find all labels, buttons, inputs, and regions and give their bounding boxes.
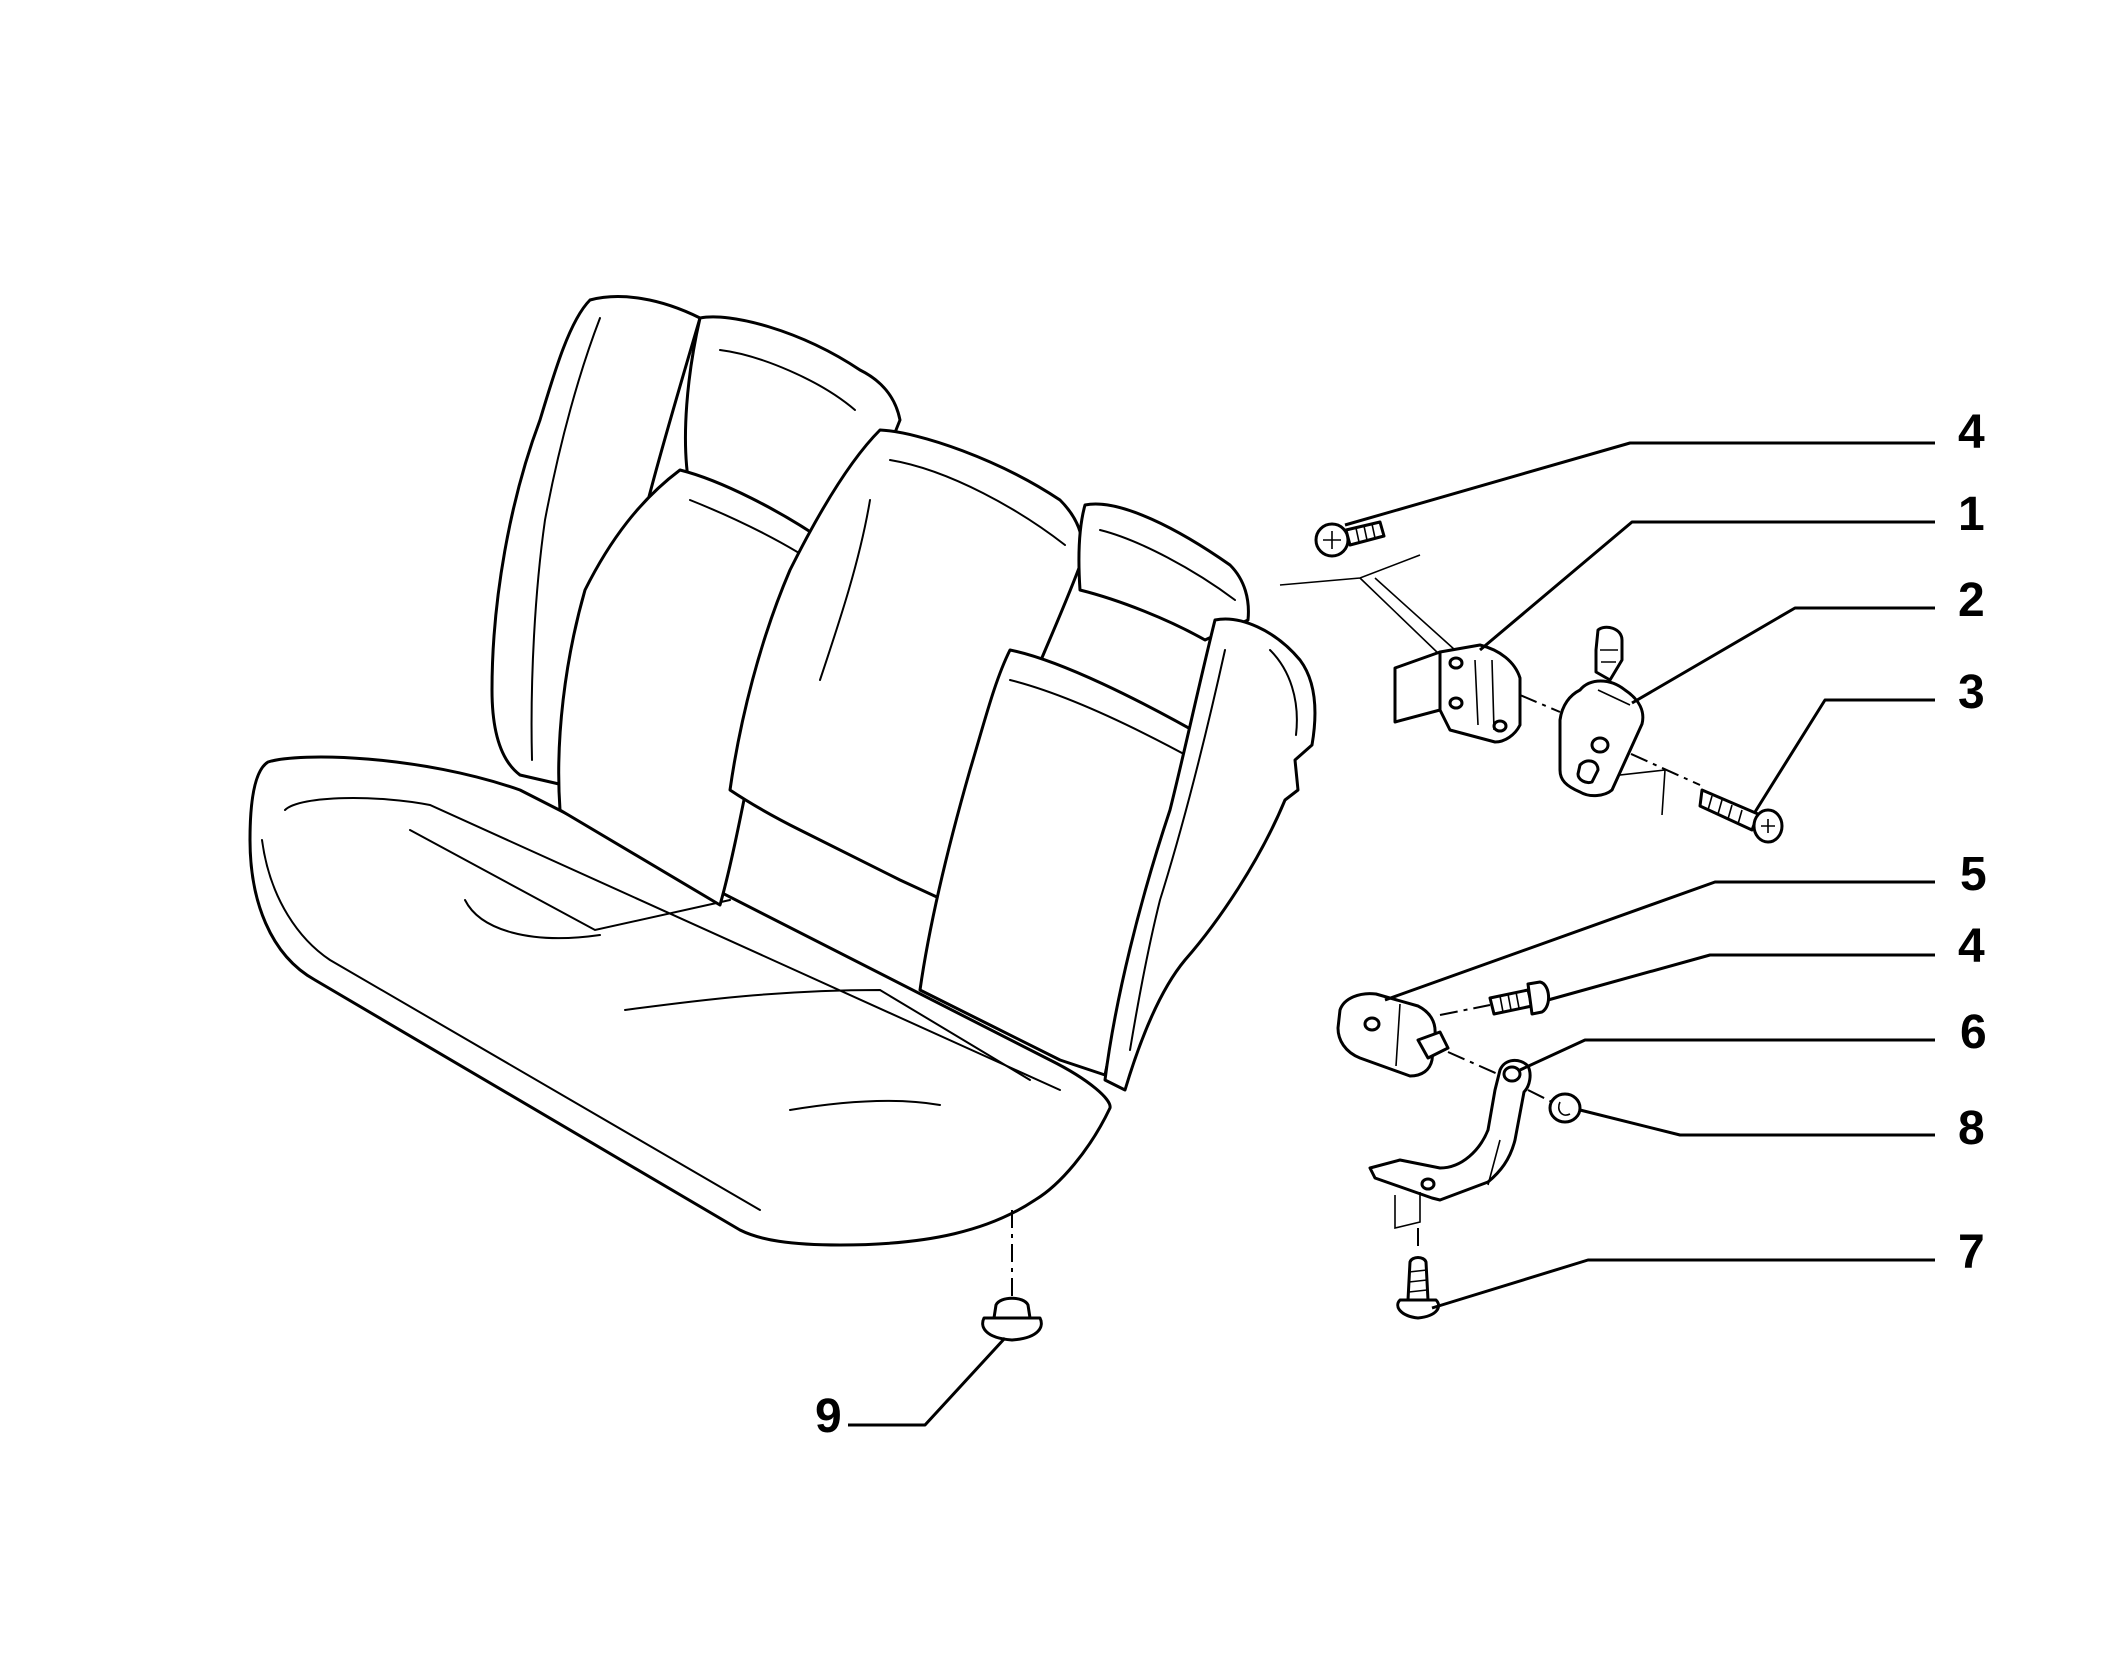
bolster-edge xyxy=(1269,649,1298,736)
part-9-clip xyxy=(981,1296,1043,1342)
leader-lines xyxy=(848,441,1935,1427)
part-1-bracket xyxy=(1393,643,1522,744)
cushion-panel-seam-c xyxy=(624,988,1031,1081)
callout-3: 3 xyxy=(1958,666,1985,719)
cushion-panel-seam-a xyxy=(409,829,731,932)
backrest-center-seam-mid xyxy=(819,499,871,681)
backrest-center-seam-top xyxy=(889,459,1066,546)
backrest-left-seam xyxy=(530,317,601,761)
cushion-top-seam xyxy=(284,797,1061,1091)
cushion-front-seam xyxy=(261,839,761,1211)
callout-6: 6 xyxy=(1960,1006,1987,1059)
backrest-right-upper xyxy=(1077,502,1250,642)
leader-6 xyxy=(1519,1038,1935,1072)
seat-cushion xyxy=(248,755,1112,1247)
leader-3 xyxy=(1753,698,1935,813)
assembly-guide-6-7 xyxy=(1394,1192,1421,1230)
bolster-seam xyxy=(1129,649,1226,1051)
leader-5 xyxy=(1384,880,1935,1002)
leader-4-upper xyxy=(1344,441,1935,527)
leader-4-lower xyxy=(1547,953,1935,1002)
part-2-latch xyxy=(1558,625,1645,798)
callout-7: 7 xyxy=(1958,1226,1985,1279)
assembly-guide-upper xyxy=(1279,554,1456,656)
callout-9: 9 xyxy=(815,1390,842,1443)
callout-4-lower: 4 xyxy=(1958,920,1985,973)
leader-7 xyxy=(1431,1258,1935,1310)
cushion-panel-seam-b xyxy=(464,899,601,940)
callout-2: 2 xyxy=(1958,574,1985,627)
rear-seat xyxy=(248,295,1317,1300)
leader-9 xyxy=(848,1336,1007,1427)
assembly-axis-1-2 xyxy=(1519,694,1561,713)
part-4-bolt-lower xyxy=(1488,980,1550,1016)
part-6-support-bracket xyxy=(1368,1059,1532,1202)
leader-8 xyxy=(1579,1108,1935,1137)
callout-1: 1 xyxy=(1958,488,1985,541)
callout-labels: 4 1 2 3 5 4 6 8 7 9 xyxy=(815,406,1987,1443)
leader-1 xyxy=(1479,520,1935,652)
part-4-bolt-upper xyxy=(1314,520,1386,558)
callout-4-upper: 4 xyxy=(1958,406,1985,459)
part-8-nut xyxy=(1548,1092,1582,1124)
backrest-left-upper-seam xyxy=(719,349,856,411)
assembly-axis-5-4 xyxy=(1439,1004,1491,1016)
cushion-panel-seam-d xyxy=(789,1099,941,1111)
assembly-axis-5-6 xyxy=(1447,1051,1501,1076)
callout-8: 8 xyxy=(1958,1102,1985,1155)
backrest-right-upper-seam xyxy=(1099,529,1236,601)
leader-2 xyxy=(1631,606,1935,705)
part-5-hinge-block xyxy=(1336,992,1450,1078)
part-7-screw xyxy=(1396,1256,1441,1320)
backrest-panel-right-seam xyxy=(1009,679,1196,761)
callout-5: 5 xyxy=(1960,848,1987,901)
part-3-screw xyxy=(1698,788,1784,844)
backrest-right-bolster xyxy=(1103,617,1317,1092)
